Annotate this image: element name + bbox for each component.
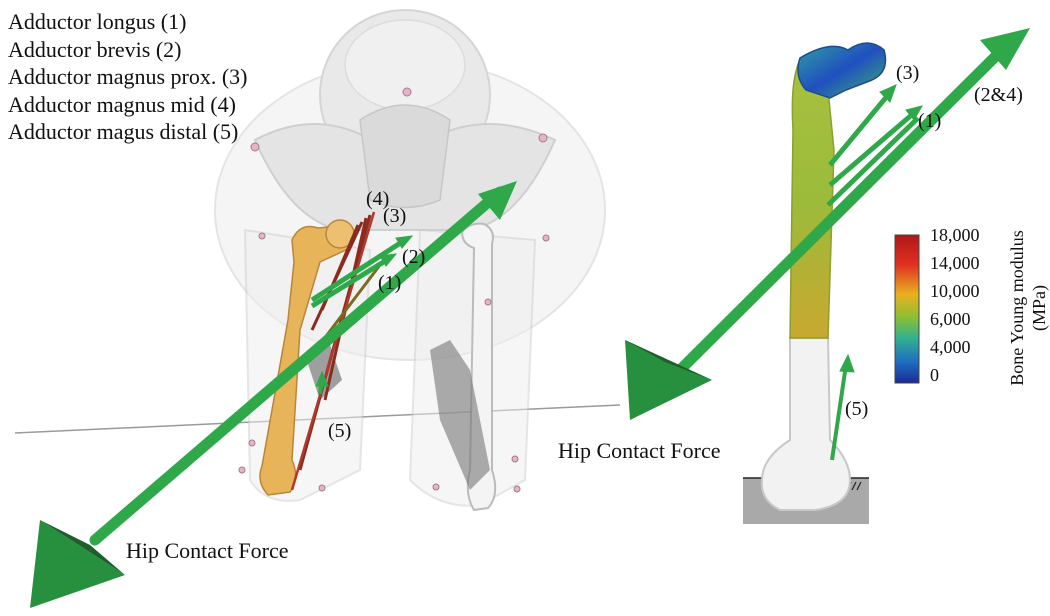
legend-item-adductor-brevis: Adductor brevis (2) [8,36,248,64]
colorbar-tick: 4,000 [930,337,971,358]
muscle-legend: Adductor longus (1) Adductor brevis (2) … [8,8,248,146]
colorbar-tick: 0 [930,365,939,386]
legend-item-adductor-magnus-mid: Adductor magnus mid (4) [8,91,248,119]
colorbar [895,235,919,383]
legend-item-adductor-magnus-prox: Adductor magnus prox. (3) [8,63,248,91]
label-muscle-2-4-right: (2&4) [974,84,1023,107]
legend-item-adductor-longus: Adductor longus (1) [8,8,248,36]
label-muscle-1-left: (1) [378,272,401,295]
label-muscle-1-right: (1) [918,110,941,133]
label-muscle-5-right: (5) [845,398,868,421]
colorbar-tick: 6,000 [930,309,971,330]
colorbar-tick: 18,000 [930,225,980,246]
colorbar-title: Bone Young modulus (MPa) [1006,198,1050,418]
label-hip-contact-force-right: Hip Contact Force [558,438,721,464]
label-muscle-3-right: (3) [896,62,919,85]
colorbar-title-line2: (MPa) [1028,198,1050,418]
label-muscle-2-left: (2) [402,246,425,269]
label-muscle-5-left: (5) [328,420,351,443]
label-muscle-4-left: (4) [366,188,389,211]
colorbar-tick: 10,000 [930,281,980,302]
colorbar-title-line1: Bone Young modulus [1006,198,1028,418]
colorbar-ticks: 18,000 14,000 10,000 6,000 4,000 0 [930,225,1000,395]
label-hip-contact-force-left: Hip Contact Force [126,538,289,564]
colorbar-tick: 14,000 [930,253,980,274]
legend-item-adductor-magnus-distal: Adductor magus distal (5) [8,118,248,146]
